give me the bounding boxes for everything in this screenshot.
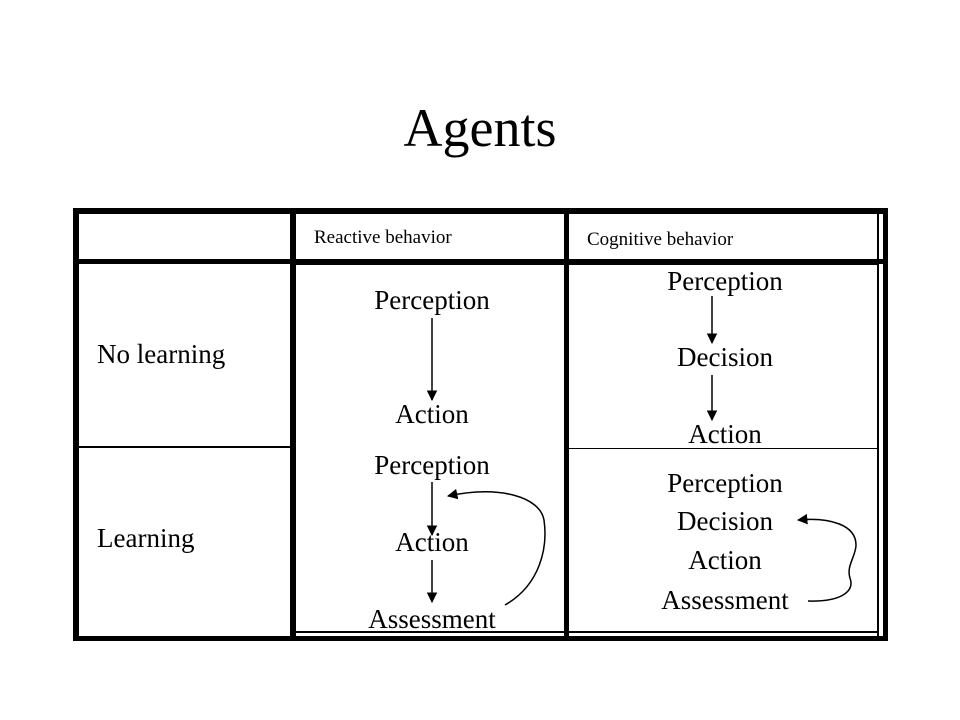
grid-divider-header-thin <box>296 264 878 265</box>
grid-divider-header <box>79 259 884 264</box>
grid-divider-col1 <box>290 210 296 640</box>
grid-divider-right-inner <box>877 210 879 640</box>
page-title: Agents <box>403 98 557 158</box>
grid-divider-col2 <box>564 210 569 640</box>
header-reactive-behavior: Reactive behavior <box>314 227 452 248</box>
cognitive-learning-action: Action <box>688 545 762 575</box>
grid-divider-bottom-inner <box>296 631 878 633</box>
feedback-arrow-cognitive <box>796 513 857 602</box>
grid-divider-row-right <box>569 448 879 449</box>
cognitive-no-learning-decision: Decision <box>677 342 773 372</box>
row-label-no-learning: No learning <box>97 339 226 369</box>
reactive-learning-assessment: Assessment <box>368 604 496 634</box>
grid-divider-row-left <box>79 446 291 448</box>
agents-table <box>73 208 888 641</box>
cognitive-learning-decision: Decision <box>677 506 773 536</box>
feedback-arrow-reactive <box>446 488 546 606</box>
cognitive-learning-perception: Perception <box>667 468 783 498</box>
cognitive-no-learning-action: Action <box>688 419 762 449</box>
cognitive-no-learning-perception: Perception <box>667 266 783 296</box>
reactive-no-learning-action: Action <box>395 399 469 429</box>
header-cognitive-behavior: Cognitive behavior <box>587 229 734 250</box>
reactive-learning-perception: Perception <box>374 450 490 480</box>
reactive-no-learning-perception: Perception <box>374 285 490 315</box>
cognitive-learning-assessment: Assessment <box>661 585 789 615</box>
row-label-learning: Learning <box>97 523 195 553</box>
